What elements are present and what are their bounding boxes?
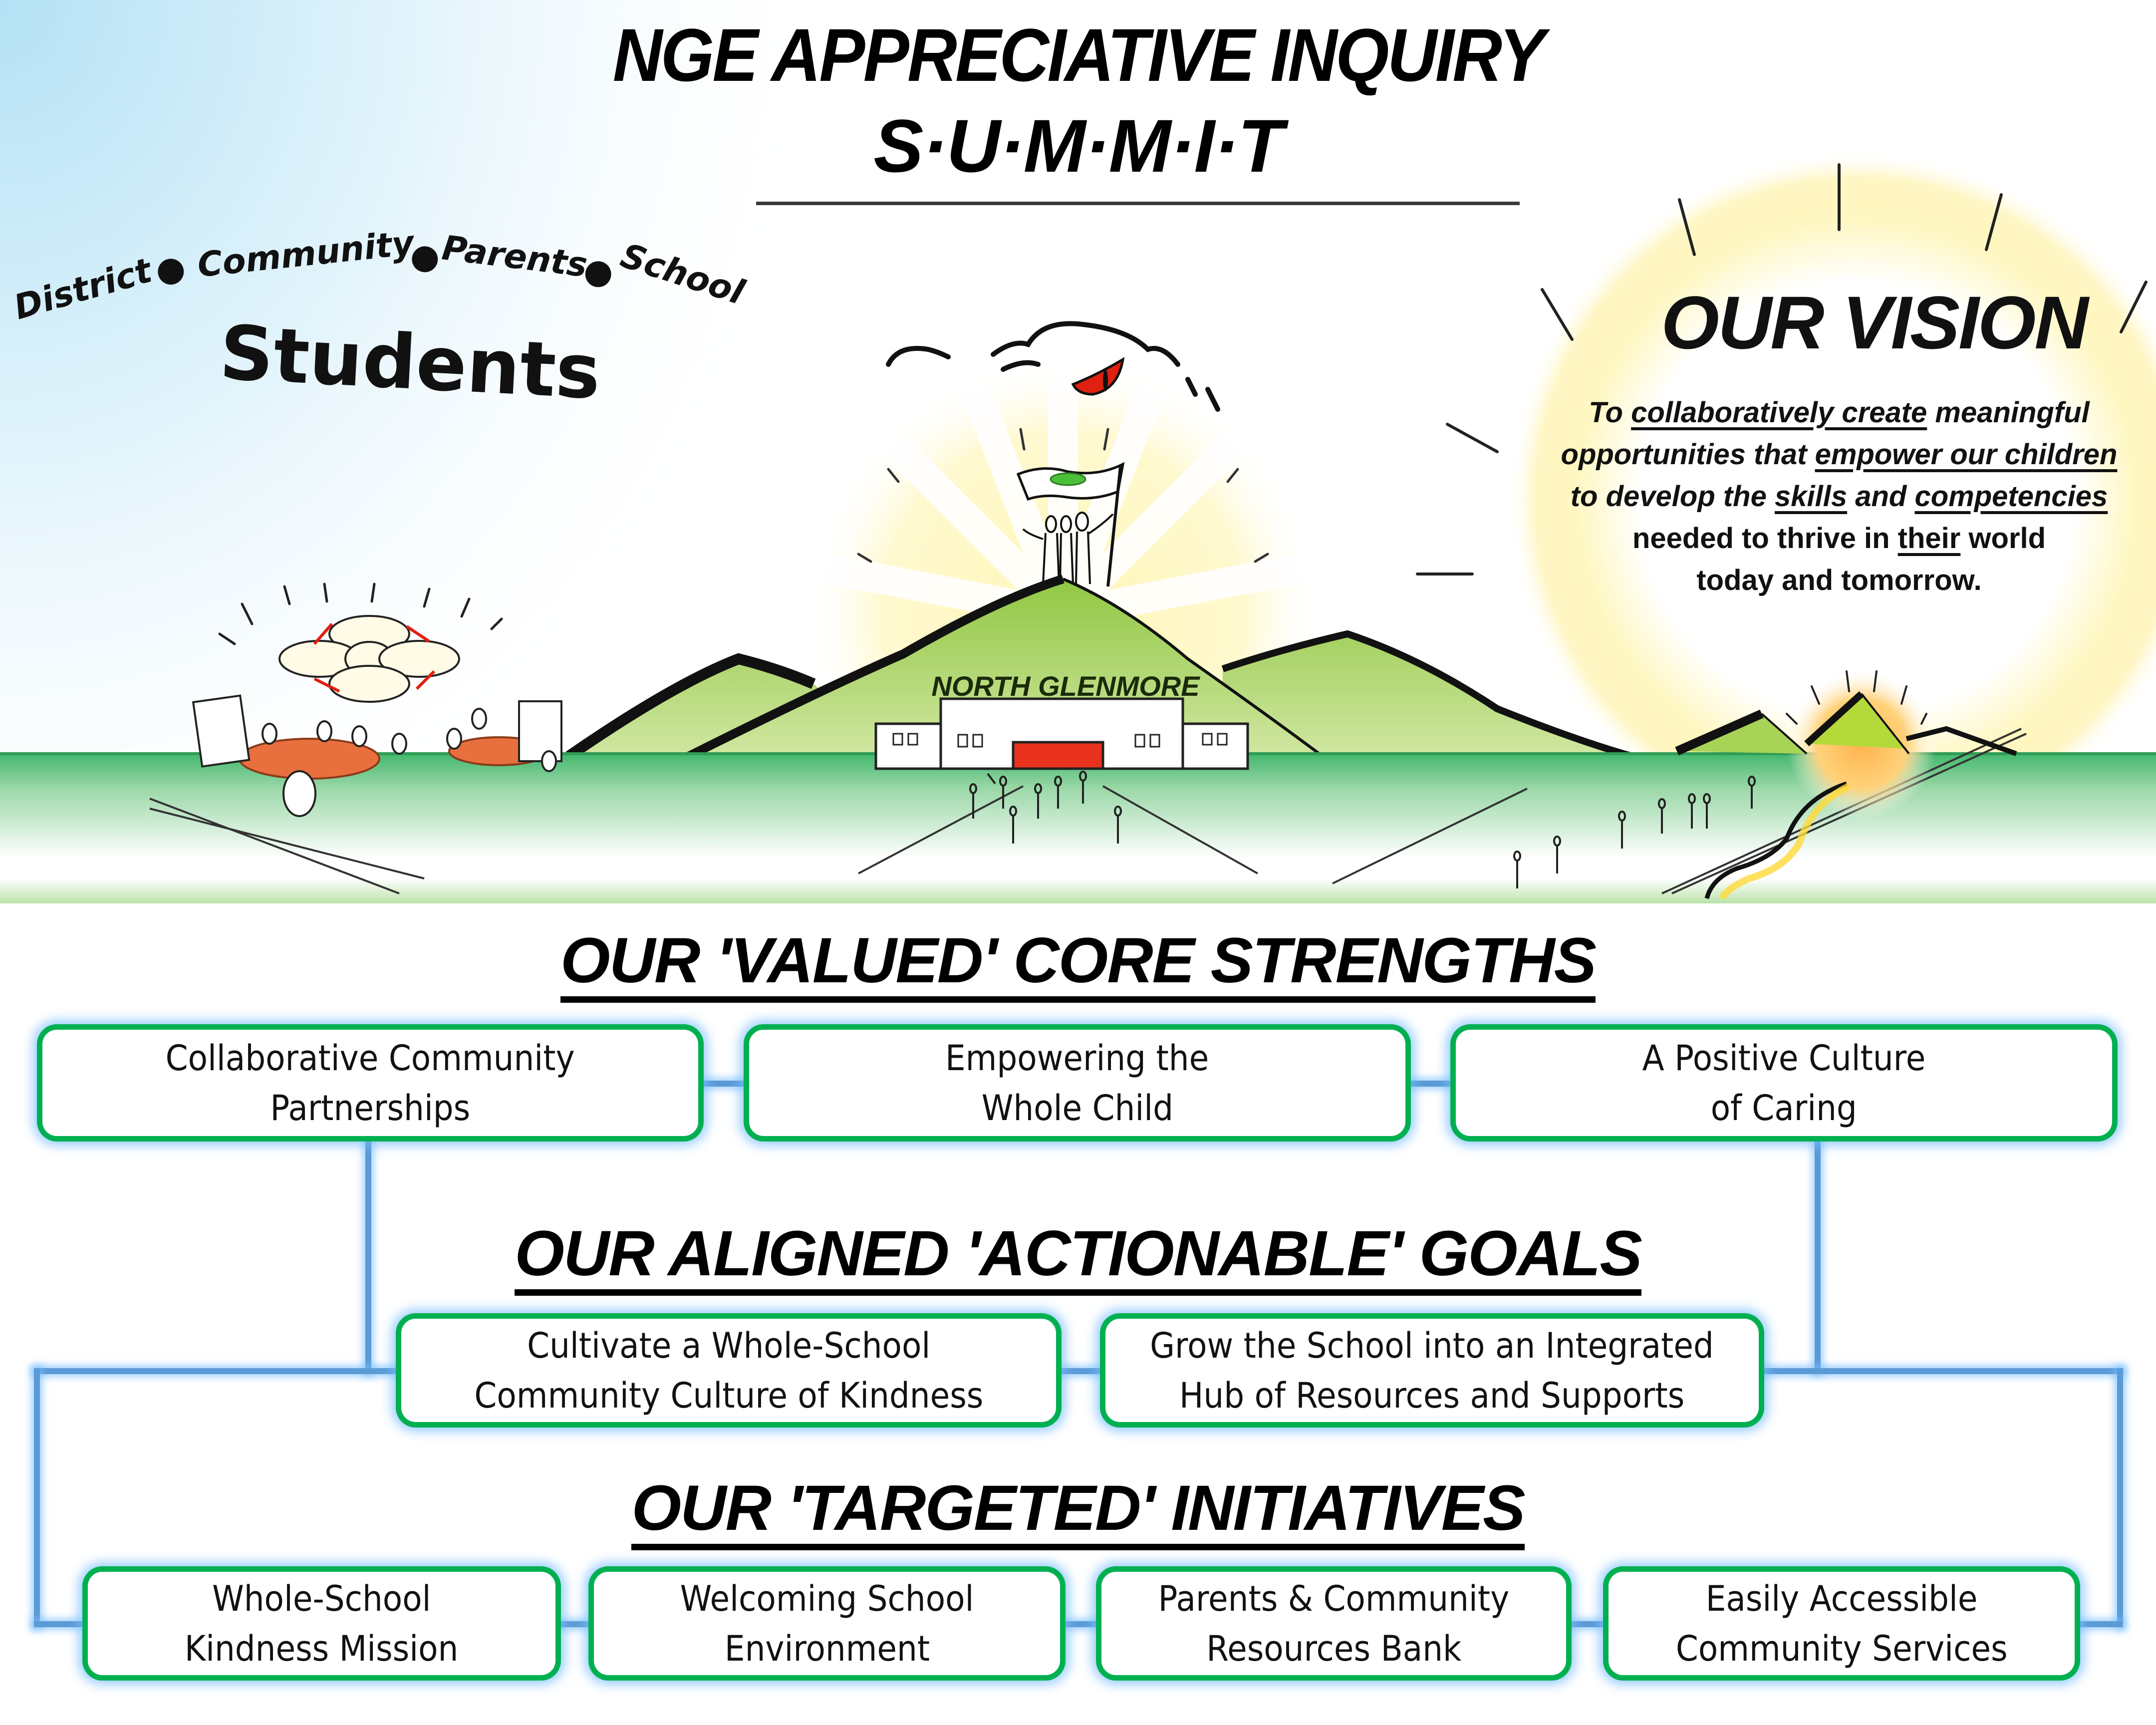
initiative-box[interactable]: Parents & Community Resources Bank — [1096, 1566, 1572, 1681]
vision-emphasis: competencies — [1914, 480, 2108, 513]
strength-text: Partnerships — [270, 1087, 471, 1129]
connector-init-left — [34, 1621, 84, 1627]
goal-text: Cultivate a Whole-School — [527, 1325, 931, 1366]
initiatives-heading: OUR 'TARGETED' INITIATIVES — [0, 1473, 2156, 1550]
goal-box[interactable]: Cultivate a Whole-School Community Cultu… — [396, 1313, 1062, 1428]
strength-text: of Caring — [1710, 1087, 1858, 1129]
initiative-text: Parents & Community — [1158, 1578, 1510, 1619]
connector-goals-left — [34, 1368, 398, 1374]
connector-init-right — [2078, 1621, 2123, 1627]
initiative-text: Community Services — [1675, 1628, 2008, 1669]
vision-line: today and tomorrow. — [1522, 560, 2156, 601]
strength-text: Collaborative Community — [166, 1037, 575, 1079]
vision-line: To collaboratively create meaningful — [1522, 392, 2156, 434]
path-walkers-icon — [1513, 776, 1756, 888]
vision-emphasis: their — [1897, 522, 1961, 555]
vision-text: to develop the — [1570, 480, 1775, 513]
goals-heading: OUR ALIGNED 'ACTIONABLE' GOALS — [0, 1219, 2156, 1296]
vision-title: OUR VISION — [1661, 281, 2088, 364]
strength-box[interactable]: A Positive Culture of Caring — [1450, 1024, 2118, 1142]
vision-text: meaningful — [1927, 396, 2090, 429]
vision-text: To — [1589, 396, 1631, 429]
connector-goal-1-2 — [1059, 1368, 1104, 1374]
vision-text: and — [1847, 480, 1915, 513]
initiative-text: Welcoming School — [680, 1578, 974, 1619]
core-strengths-heading: OUR 'VALUED' CORE STRENGTHS — [0, 926, 2156, 1003]
vision-text: world — [1960, 522, 2046, 555]
vision-text: needed to thrive in — [1632, 522, 1898, 555]
path-icon — [1704, 781, 1848, 899]
strength-text: Whole Child — [981, 1087, 1173, 1129]
vision-emphasis: empower our children — [1815, 438, 2118, 471]
summit-illustration — [0, 0, 2156, 903]
connector-strength-1-2 — [701, 1081, 746, 1087]
goal-text: Hub of Resources and Supports — [1179, 1375, 1685, 1416]
connector-left-drop — [365, 1142, 371, 1374]
initiative-text: Easily Accessible — [1705, 1578, 1978, 1619]
vision-text: opportunities that — [1561, 438, 1815, 471]
connector-strength-2-3 — [1408, 1081, 1453, 1087]
vision-line: needed to thrive in their world — [1522, 518, 2156, 560]
connector-outer-left — [34, 1368, 40, 1627]
vision-line: to develop the skills and competencies — [1522, 476, 2156, 518]
summit-subtitle: S·U·M·M·I·T — [873, 104, 1283, 188]
strength-text: A Positive Culture — [1642, 1037, 1926, 1079]
eye-cloud-icon — [886, 321, 1220, 412]
summit-people-icon — [1022, 512, 1114, 584]
connector-init-3-4 — [1569, 1621, 1605, 1627]
initiative-box[interactable]: Easily Accessible Community Services — [1603, 1566, 2080, 1681]
collaboration-tables-icon — [192, 582, 562, 817]
goal-box[interactable]: Grow the School into an Integrated Hub o… — [1100, 1313, 1764, 1428]
core-strengths-heading-text: OUR 'VALUED' CORE STRENGTHS — [560, 928, 1597, 1003]
school-name-label: NORTH GLENMORE — [931, 670, 1200, 702]
vision-emphasis: skills — [1774, 480, 1848, 513]
connector-goals-right — [1762, 1368, 2123, 1374]
sun-rays-icon — [1416, 163, 2148, 575]
goals-heading-text: OUR ALIGNED 'ACTIONABLE' GOALS — [515, 1221, 1642, 1296]
connector-init-1-2 — [558, 1621, 591, 1627]
bullet-icon: ● — [409, 236, 442, 278]
initiative-text: Environment — [724, 1628, 930, 1669]
goal-text: Grow the School into an Integrated — [1150, 1325, 1714, 1366]
vision-line: opportunities that empower our children — [1522, 434, 2156, 476]
initiative-box[interactable]: Whole-School Kindness Mission — [82, 1566, 561, 1681]
vision-sun-glow — [1507, 150, 2156, 849]
connector-outer-right — [2117, 1368, 2123, 1627]
initiative-text: Resources Bank — [1206, 1628, 1462, 1669]
connector-right-drop — [1815, 1142, 1821, 1374]
connector-init-2-3 — [1063, 1621, 1098, 1627]
initiative-text: Kindness Mission — [185, 1628, 459, 1669]
title-divider — [756, 202, 1520, 205]
strength-text: Empowering the — [945, 1037, 1209, 1079]
vision-text: today and tomorrow. — [1696, 564, 1982, 596]
initiatives-heading-text: OUR 'TARGETED' INITIATIVES — [631, 1476, 1526, 1550]
strength-box[interactable]: Empowering the Whole Child — [744, 1024, 1411, 1142]
goal-text: Community Culture of Kindness — [474, 1375, 983, 1416]
initiative-text: Whole-School — [212, 1578, 431, 1619]
bullet-icon: ● — [153, 248, 188, 291]
walking-people-icon — [969, 771, 1122, 844]
flag-icon — [1016, 462, 1125, 587]
school-building-icon — [874, 697, 1249, 770]
vision-emphasis: collaboratively create — [1631, 396, 1927, 429]
strength-box[interactable]: Collaborative Community Partnerships — [37, 1024, 704, 1142]
summit-title: NGE APPRECIATIVE INQUIRY — [612, 13, 1545, 97]
initiative-box[interactable]: Welcoming School Environment — [588, 1566, 1066, 1681]
